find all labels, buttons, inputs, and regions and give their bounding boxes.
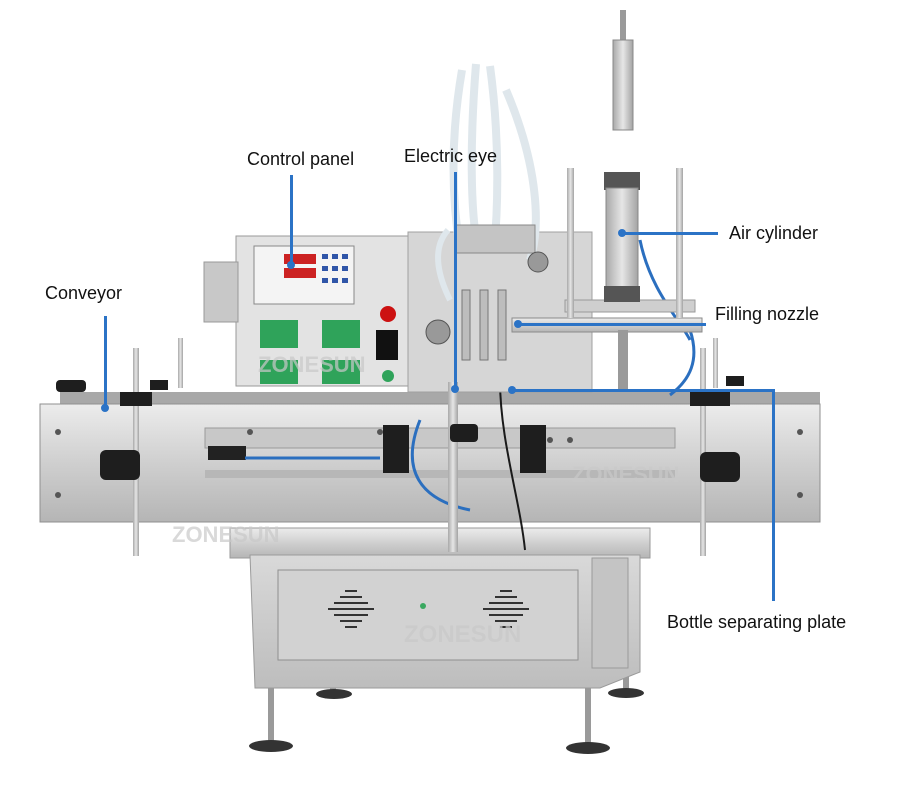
zonesun-watermark: ZONESUN <box>572 462 680 487</box>
conveyor-frame <box>39 239 821 551</box>
control-panel-leader-dot <box>287 261 295 269</box>
conveyor-label: Conveyor <box>45 283 123 303</box>
air-cylinder-label: Air cylinder <box>729 223 819 243</box>
zonesun-watermark: ZONESUN <box>404 621 521 648</box>
control-box <box>203 235 409 387</box>
conveyor-leader-dot <box>101 404 109 412</box>
electric-eye-label: Electric eye <box>404 146 498 166</box>
lower-cabinet <box>229 527 651 689</box>
guide-rods <box>56 338 744 556</box>
zonesun-watermark: ZONESUN <box>172 522 280 547</box>
air-cylinder-leader-dot <box>618 229 626 237</box>
control-panel-label: Control panel <box>247 149 355 169</box>
bottle-separating-plate-leader-dot <box>508 386 516 394</box>
conveyor-leader <box>104 316 107 408</box>
watermarks: ZONESUN ZONESUN ZONESUN ZONESUN <box>172 352 680 648</box>
bottle-separating-plate-leader-v <box>772 389 775 601</box>
air-cylinder <box>567 10 683 390</box>
electric-eye-leader-dot <box>451 385 459 393</box>
filling-head <box>407 63 703 552</box>
filling-nozzle-leader-dot <box>514 320 522 328</box>
zonesun-watermark: ZONESUN <box>258 352 366 377</box>
control-panel-leader <box>290 175 293 265</box>
bottle-separating-plate-label: Bottle separating plate <box>667 612 847 632</box>
electric-eye-leader <box>454 172 457 390</box>
filling-nozzle-label: Filling nozzle <box>715 304 820 324</box>
air-cylinder-leader <box>622 232 718 235</box>
filling-nozzle-leader <box>518 323 706 326</box>
bottle-separating-plate-leader-h <box>512 389 775 392</box>
